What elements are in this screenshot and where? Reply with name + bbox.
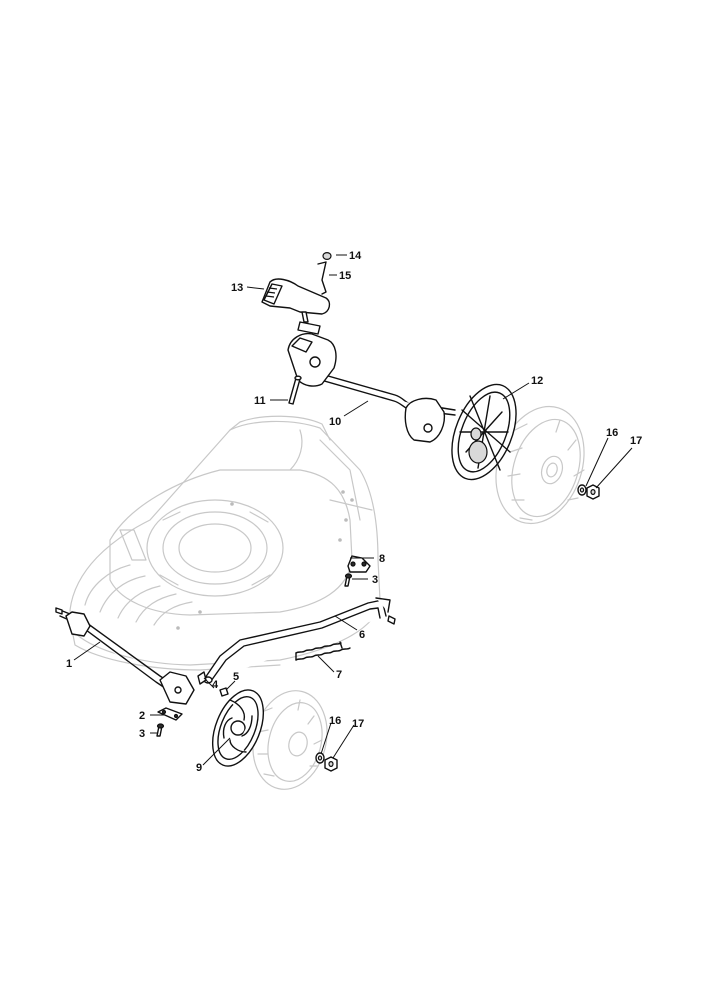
callout-2: 2 [139, 710, 145, 722]
callout-5: 5 [233, 671, 239, 683]
rear-wheel-nut [586, 484, 600, 500]
pin [288, 375, 302, 405]
front-washer [315, 752, 325, 764]
callout-16-rear: 16 [606, 427, 618, 439]
callout-13: 13 [231, 282, 243, 294]
callout-17-front: 17 [352, 718, 364, 730]
front-hub-cover [211, 689, 265, 767]
callout-14: 14 [349, 250, 362, 262]
callout-11: 11 [254, 395, 266, 407]
front-wheel-nut [324, 756, 338, 772]
front-wheel-ghost [252, 690, 328, 790]
rear-hub-cover [451, 383, 517, 481]
height-adjuster-lever [261, 278, 331, 323]
plate [157, 707, 183, 721]
spring-clip [317, 261, 327, 295]
callout-3-lower: 3 [139, 728, 145, 740]
callout-1: 1 [66, 658, 72, 670]
callout-16-front: 16 [329, 715, 341, 727]
callout-10: 10 [329, 416, 341, 428]
callout-4: 4 [212, 679, 219, 691]
bracket [347, 555, 371, 573]
callout-labels: 14 15 13 11 10 12 16 17 8 3 6 7 1 4 5 2 … [66, 250, 642, 774]
callout-3-upper: 3 [372, 574, 378, 586]
screw-lower [156, 723, 165, 737]
leader-lines [73, 254, 633, 766]
callout-17-rear: 17 [630, 435, 642, 447]
callout-15: 15 [339, 270, 351, 282]
front-axle [55, 607, 195, 705]
callout-12: 12 [531, 375, 543, 387]
callout-8: 8 [379, 553, 385, 565]
callout-6: 6 [359, 629, 365, 641]
screw-upper [344, 573, 353, 587]
callout-7: 7 [336, 669, 342, 681]
nut [322, 252, 332, 261]
callout-9: 9 [196, 762, 202, 774]
rear-washer [577, 484, 587, 496]
rear-axle [287, 321, 456, 443]
spring [295, 641, 351, 661]
mower-deck-ghost [69, 415, 381, 671]
